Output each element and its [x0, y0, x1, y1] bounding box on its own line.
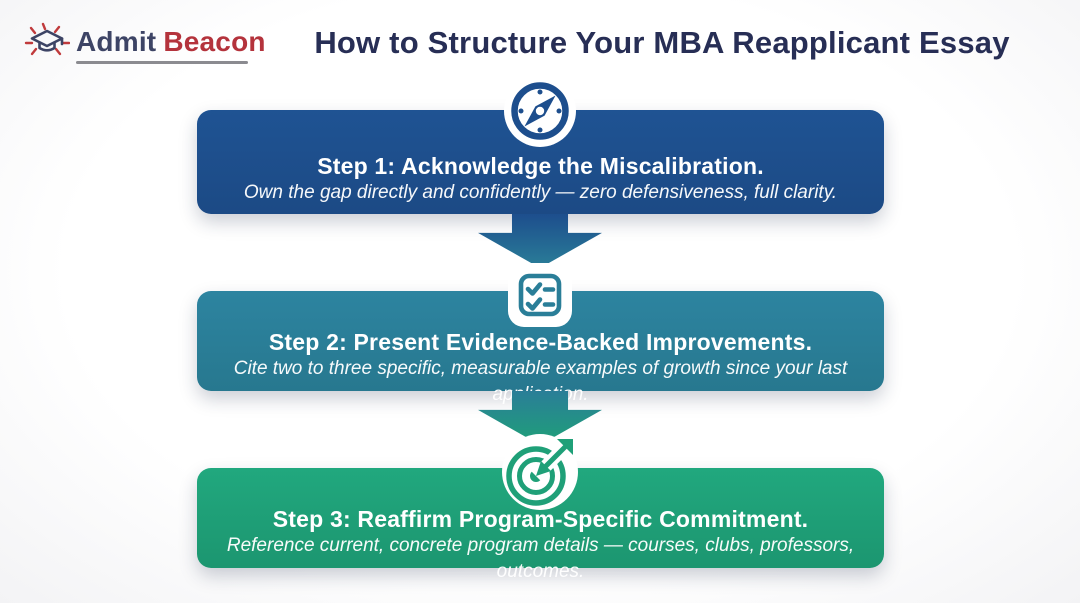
target-icon: [506, 435, 577, 506]
step-3-subtitle: Reference current, concrete program deta…: [226, 535, 855, 582]
step-1-subtitle: Own the gap directly and confidently — z…: [243, 182, 838, 203]
compass-icon: [511, 82, 569, 140]
brand-word-beacon: Beacon: [163, 26, 266, 57]
step-3-banner: Step 3: Reaffirm Program-Specific Commit…: [197, 468, 884, 582]
brand-underline: [76, 61, 248, 64]
down-arrow-1: [478, 214, 602, 268]
step-2-icon-badge: [508, 263, 572, 327]
step-2-title: Step 2: Present Evidence-Backed Improvem…: [268, 329, 813, 355]
checklist-icon: [518, 273, 562, 317]
step-3-title: Step 3: Reaffirm Program-Specific Commit…: [272, 506, 809, 532]
step-3-icon-badge: [502, 434, 578, 510]
step-1-icon-badge: [504, 75, 576, 147]
step-1-title: Step 1: Acknowledge the Miscalibration.: [317, 153, 764, 179]
page-title: How to Structure Your MBA Reapplicant Es…: [314, 25, 1010, 60]
brand-word-admit: Admit: [76, 26, 157, 57]
graduation-cap-beacon-icon: [24, 22, 70, 56]
